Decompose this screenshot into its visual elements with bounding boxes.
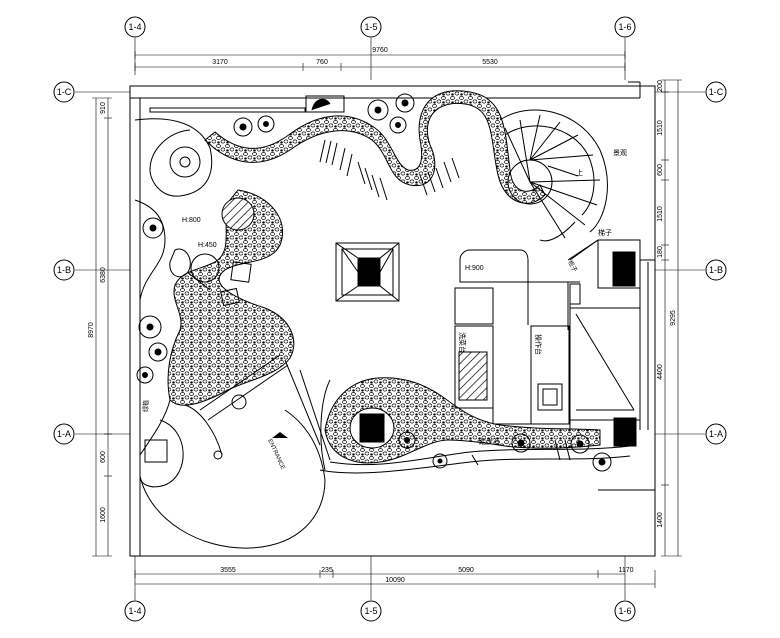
cabinet-label: 柜子 [566, 259, 579, 273]
dim-top-seg1: 3170 [212, 59, 228, 66]
dim-right-seg4: 1510 [657, 206, 664, 222]
east-service-block [567, 239, 655, 447]
grid-label: 1-5 [364, 606, 377, 616]
stair-up-label: 上 [576, 168, 583, 177]
dim-right-seg2: 1510 [657, 120, 664, 136]
dim-bottom-seg3: 5090 [458, 567, 474, 574]
pebble-path-north [204, 90, 546, 204]
stepping-stone-label: 踏步石 [479, 437, 500, 446]
grid-bubble-row-1-c-left: 1-C [53, 81, 75, 103]
dim-bottom-seg4: 1170 [618, 567, 633, 574]
dim-right-seg7: 1400 [657, 512, 664, 528]
grid-bubble-row-1-b-left: 1-B [53, 259, 75, 281]
counter-left-label: 洗菜台 [458, 332, 467, 353]
dim-right-overall: 9295 [670, 310, 677, 326]
grid-label: 1-A [709, 429, 723, 439]
grid-label: 1-4 [128, 22, 141, 32]
grid-bubble-col-1-4-bottom: 1-4 [124, 600, 146, 622]
stair-note-label: 景观 [613, 149, 627, 157]
grid-bubble-row-1-b-right: 1-B [705, 259, 727, 281]
dimension-left [92, 97, 112, 557]
dim-right-seg5: 180 [657, 246, 664, 258]
dim-left-seg2: 6380 [100, 267, 107, 283]
grid-bubble-row-1-c-right: 1-C [705, 81, 727, 103]
dimension-right [661, 79, 682, 557]
dim-left-overall: 8970 [88, 322, 95, 338]
grid-bubble-col-1-6-bottom: 1-6 [614, 600, 636, 622]
counter-height-label: H:900 [465, 265, 484, 272]
entrance-label: ENTRANCE [266, 438, 285, 470]
dim-top-seg3: 5530 [482, 59, 498, 66]
grid-label: 1-B [57, 265, 71, 275]
step-label: 梯子 [598, 228, 612, 237]
grid-bubble-col-1-5-top: 1-5 [360, 16, 382, 38]
grid-label: 1-C [57, 87, 72, 97]
dimension-bottom [134, 570, 656, 588]
seat-height-label-450: H:450 [198, 242, 217, 249]
dim-right-seg1: 200 [657, 80, 664, 92]
pebble-path-south [324, 377, 601, 464]
sw-round-terrace [139, 354, 331, 556]
dimension-top [134, 51, 626, 71]
dim-bottom-seg1: 3555 [220, 567, 236, 574]
north-sign [149, 95, 345, 113]
tree-icons [136, 93, 612, 472]
grid-label: 1-A [57, 429, 71, 439]
stepping-slats [319, 139, 571, 466]
grid-bubble-row-1-a-right: 1-A [705, 423, 727, 445]
ground-curves [134, 118, 631, 474]
dim-bottom-overall: 10090 [385, 577, 405, 584]
dim-right-seg6: 4400 [657, 364, 664, 380]
sw-furniture [184, 394, 247, 460]
grid-label: 1-6 [618, 606, 631, 616]
grid-label: 1-C [709, 87, 724, 97]
grid-label: 1-5 [364, 22, 377, 32]
grid-bubble-col-1-4-top: 1-4 [124, 16, 146, 38]
spiral-staircase [499, 109, 608, 242]
planting-label: 绿植 [142, 400, 150, 412]
kitchen-counters [454, 249, 570, 425]
seat-height-label-800: H:800 [182, 217, 201, 224]
dim-left-seg4: 1600 [100, 507, 107, 523]
dim-bottom-seg2: 235 [321, 567, 333, 574]
dim-left-seg3: 600 [100, 451, 107, 463]
grid-bubble-col-1-6-top: 1-6 [614, 16, 636, 38]
outer-walls [129, 81, 656, 557]
dim-left-seg1: 910 [100, 102, 107, 114]
grid-label: 1-B [709, 265, 723, 275]
grid-bubble-col-1-5-bottom: 1-5 [360, 600, 382, 622]
dim-right-seg3: 600 [657, 164, 664, 176]
grid-label: 1-4 [128, 606, 141, 616]
dim-top-seg2: 760 [316, 59, 328, 66]
south-pool [349, 407, 395, 449]
counter-mid-label: 操作台 [534, 334, 543, 355]
nw-seating [169, 197, 255, 307]
grid-label: 1-6 [618, 22, 631, 32]
dim-top-overall: 9760 [372, 47, 388, 54]
grid-bubble-row-1-a-left: 1-A [53, 423, 75, 445]
entrance-arrow-icon [272, 432, 288, 438]
central-table [335, 242, 400, 302]
nw-round-planter [169, 146, 201, 178]
